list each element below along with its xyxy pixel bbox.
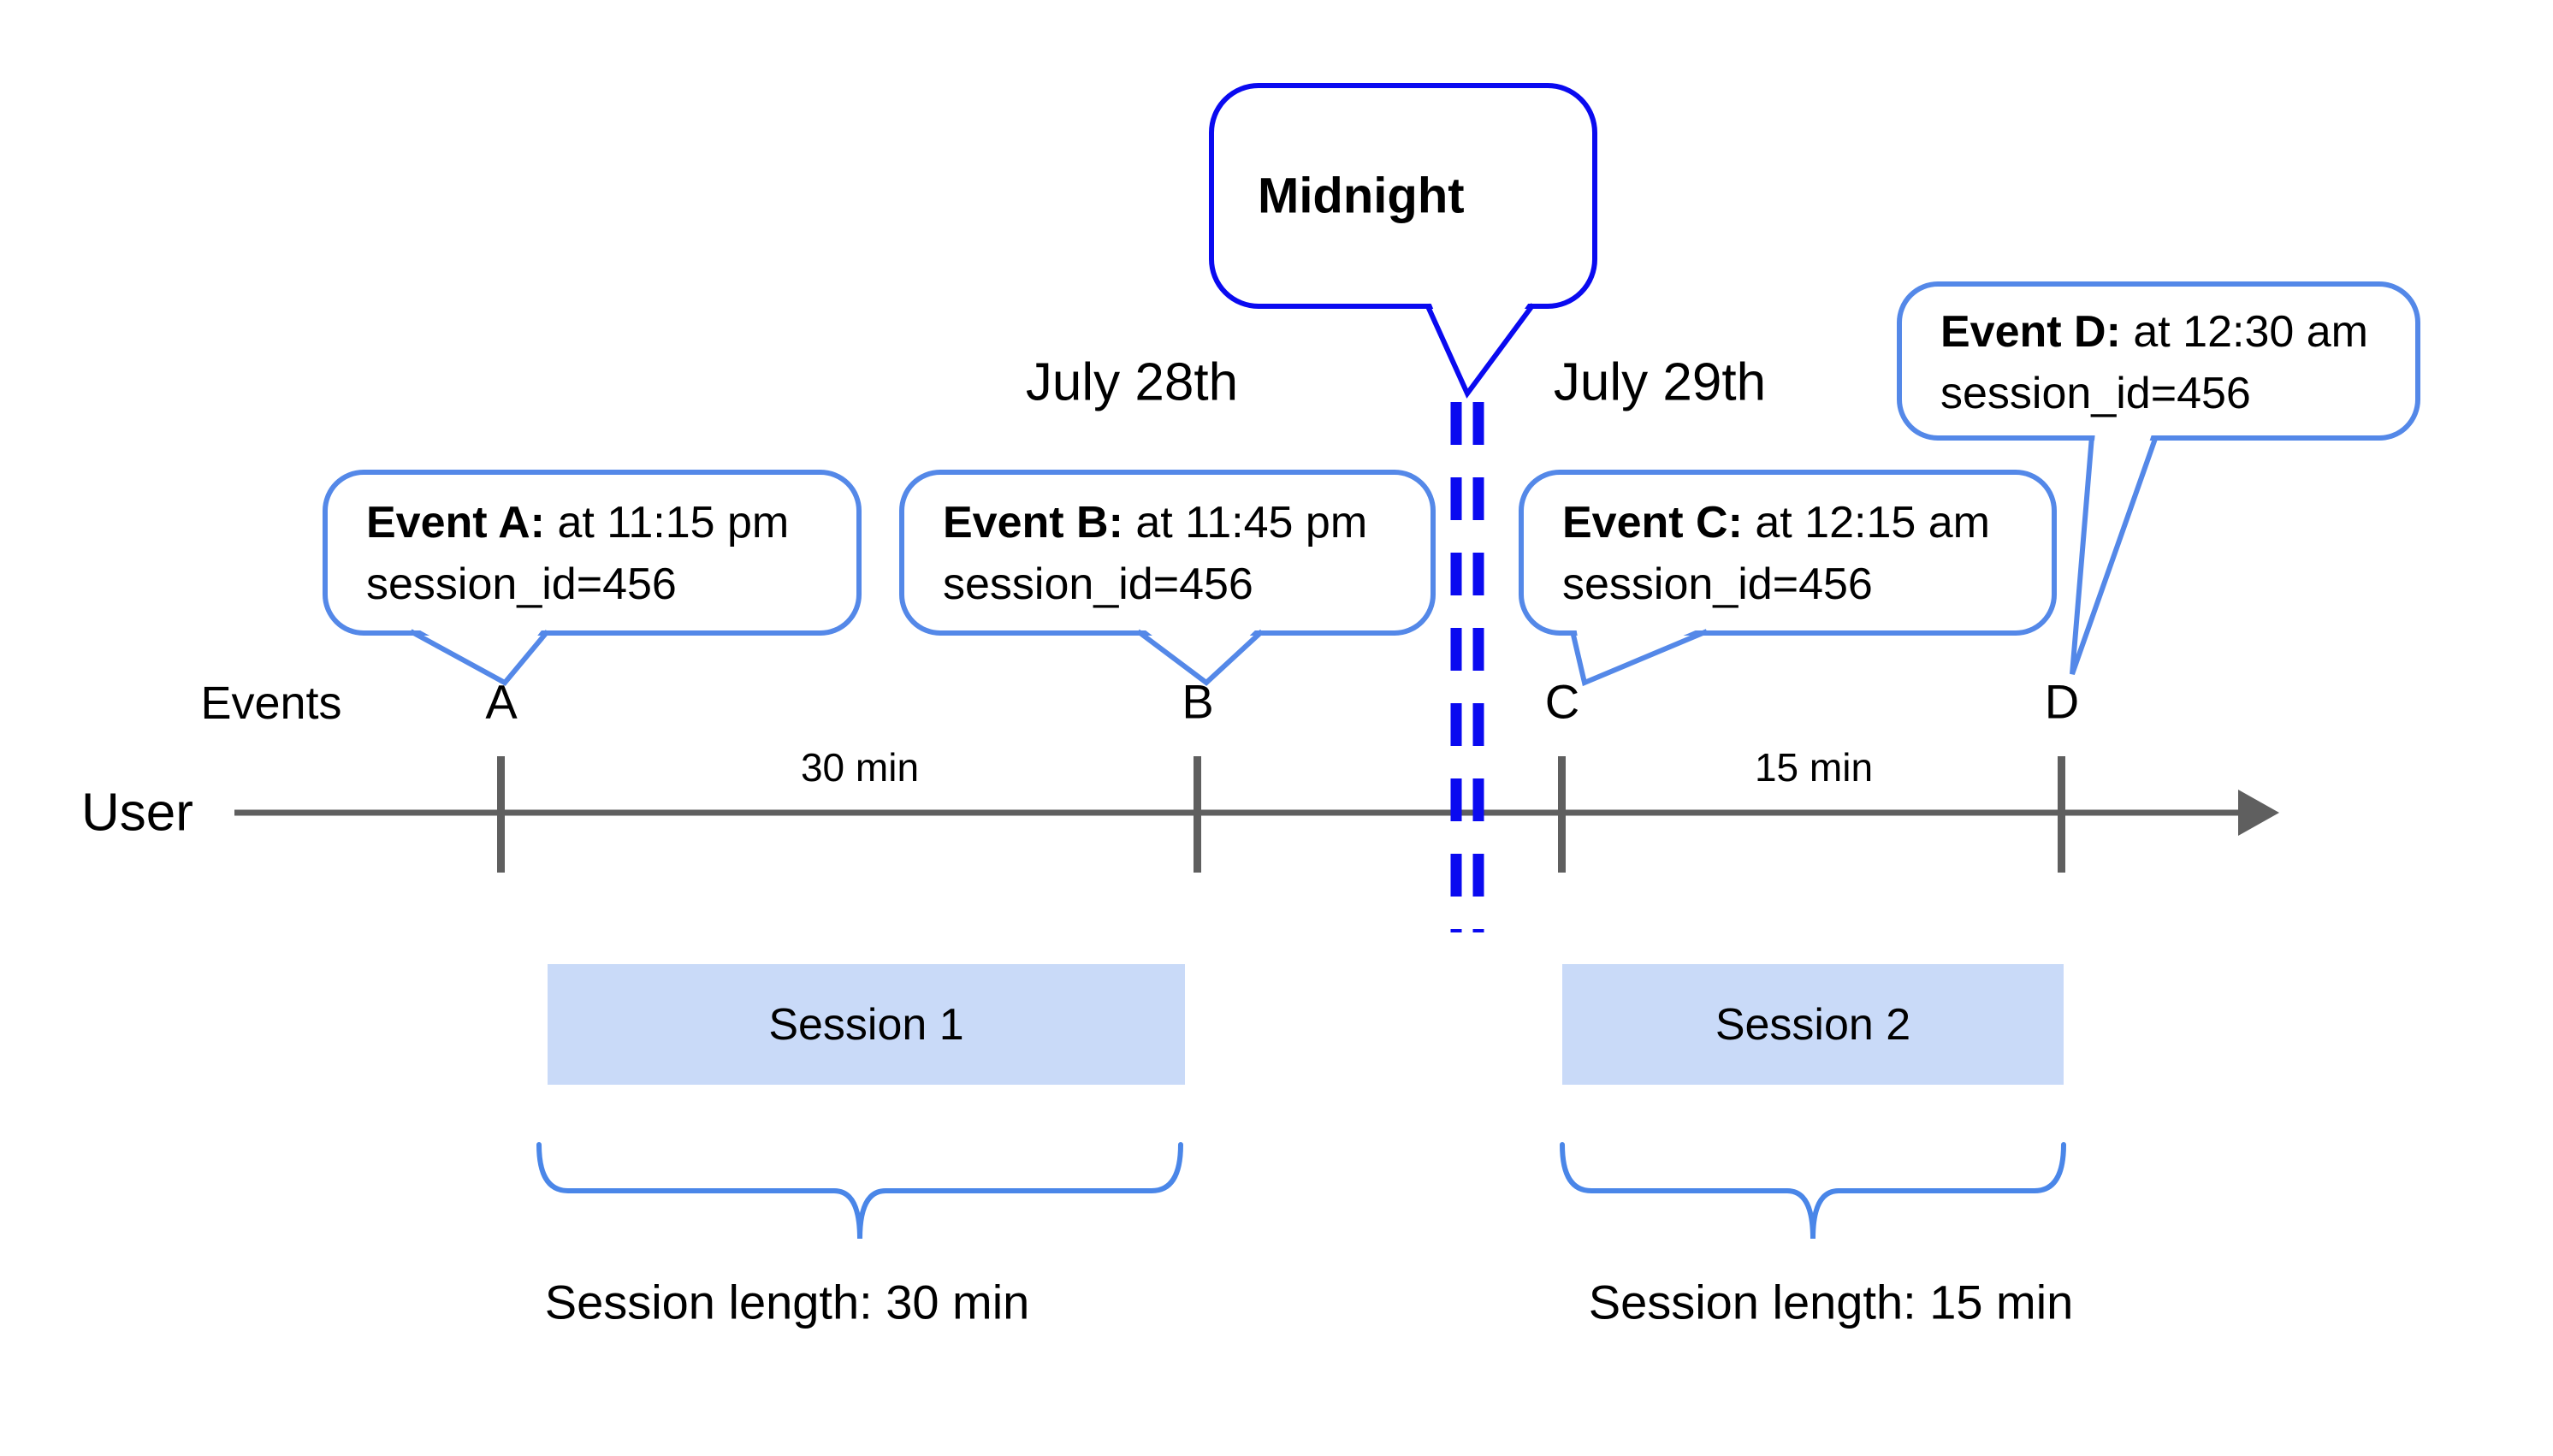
session-1-box: Session 1 bbox=[548, 964, 1185, 1085]
event-b-bubble-text: Event B: at 11:45 pm session_id=456 bbox=[943, 492, 1367, 615]
tick-mark-b bbox=[1194, 756, 1201, 873]
tick-label-b: B bbox=[1182, 674, 1214, 729]
event-d-bubble-text: Event D: at 12:30 am session_id=456 bbox=[1940, 301, 2368, 424]
event-d-line-2: session_id=456 bbox=[1940, 369, 2251, 418]
event-a-line-2: session_id=456 bbox=[366, 559, 677, 609]
event-c-line-2: session_id=456 bbox=[1562, 559, 1873, 609]
tick-mark-c bbox=[1558, 756, 1566, 873]
event-b-bubble bbox=[899, 470, 1436, 686]
event-c-bubble-text: Event C: at 12:15 am session_id=456 bbox=[1562, 492, 1990, 615]
session-1-label: Session 1 bbox=[768, 999, 964, 1050]
session-1-brace bbox=[536, 1142, 1183, 1240]
tick-mark-a bbox=[497, 756, 505, 873]
session-2-label: Session 2 bbox=[1715, 999, 1911, 1050]
session-2-length-label: Session length: 15 min bbox=[1588, 1275, 2074, 1329]
segment-duration-1: 30 min bbox=[800, 745, 920, 790]
segment-duration-2: 15 min bbox=[1754, 745, 1874, 790]
event-b-line-2: session_id=456 bbox=[943, 559, 1253, 609]
event-a-bubble-text: Event A: at 11:15 pm session_id=456 bbox=[366, 492, 789, 615]
timeline-arrowhead-icon bbox=[2238, 790, 2279, 836]
midnight-bubble bbox=[1209, 83, 1597, 399]
day-label-july-29: July 29th bbox=[1553, 352, 1767, 412]
event-d-line-1: Event D: at 12:30 am bbox=[1940, 307, 2368, 357]
event-c-bubble bbox=[1519, 470, 2057, 687]
event-a-line-1: Event A: at 11:15 pm bbox=[366, 498, 790, 547]
midnight-bubble-label: Midnight bbox=[1258, 168, 1465, 224]
tick-label-c: C bbox=[1544, 674, 1580, 729]
tick-label-a: A bbox=[485, 674, 518, 729]
event-c-line-1: Event C: at 12:15 am bbox=[1562, 498, 1990, 547]
event-a-bubble bbox=[323, 470, 862, 686]
day-label-july-28: July 28th bbox=[1025, 352, 1239, 412]
session-2-brace bbox=[1560, 1142, 2066, 1240]
session-1-length-label: Session length: 30 min bbox=[544, 1275, 1030, 1329]
session-2-box: Session 2 bbox=[1562, 964, 2064, 1085]
events-label: Events bbox=[200, 678, 342, 729]
tick-mark-d bbox=[2058, 756, 2065, 873]
event-d-bubble bbox=[1897, 281, 2420, 675]
user-row-label: User bbox=[81, 783, 193, 843]
event-b-line-1: Event B: at 11:45 pm bbox=[943, 498, 1368, 547]
tick-label-d: D bbox=[2044, 674, 2080, 729]
